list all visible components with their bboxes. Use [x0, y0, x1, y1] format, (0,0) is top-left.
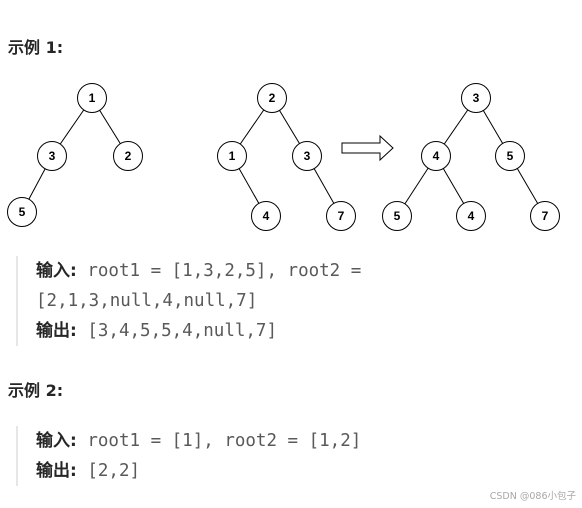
- tree-node: 4: [251, 201, 281, 231]
- node-label: 7: [338, 209, 345, 223]
- merge-trees-diagram: 1 3 2 5 2 1 3 4: [7, 83, 560, 231]
- csdn-watermark: CSDN @086小包子: [489, 491, 576, 502]
- input-value-continued: [2,1,3,null,4,null,7]: [36, 291, 258, 311]
- node-label: 3: [473, 91, 480, 105]
- input-label: 输入:: [36, 261, 77, 281]
- node-label: 5: [507, 149, 514, 163]
- node-label: 7: [542, 209, 549, 223]
- output-label: 输出:: [36, 321, 77, 341]
- merged-tree: 3 4 5 5 4 7: [382, 83, 560, 231]
- example-1-code-block: 输入: root1 = [1,3,2,5], root2 = [2,1,3,nu…: [16, 256, 476, 346]
- tree-node: 5: [7, 197, 37, 227]
- node-label: 2: [125, 149, 132, 163]
- tree-2: 2 1 3 4 7: [217, 83, 356, 231]
- input-label: 输入:: [36, 431, 77, 451]
- input-value: root1 = [1], root2 = [1,2]: [76, 431, 362, 451]
- tree-node: 2: [113, 141, 143, 171]
- input-value: root1 = [1,3,2,5], root2 =: [76, 261, 362, 281]
- node-label: 3: [304, 149, 311, 163]
- example-2-code-block: 输入: root1 = [1], root2 = [1,2] 输出: [2,2]: [16, 426, 556, 486]
- tree-edges: [21, 97, 546, 217]
- tree-node: 1: [217, 141, 247, 171]
- tree-node: 5: [495, 141, 525, 171]
- tree-node: 3: [461, 83, 491, 113]
- tree-node: 3: [292, 141, 322, 171]
- output-line: 输出: [2,2]: [36, 456, 556, 486]
- input-line-continued: [2,1,3,null,4,null,7]: [36, 286, 476, 316]
- node-label: 5: [394, 209, 401, 223]
- right-arrow-icon: [341, 134, 394, 162]
- node-label: 1: [229, 149, 236, 163]
- node-label: 1: [89, 91, 96, 105]
- node-label: 4: [263, 209, 270, 223]
- tree-node: 1: [77, 83, 107, 113]
- node-label: 2: [269, 91, 276, 105]
- example-1-heading: 示例 1:: [8, 38, 64, 57]
- node-label: 5: [19, 205, 26, 219]
- node-label: 4: [468, 209, 475, 223]
- node-label: 4: [433, 149, 440, 163]
- node-label: 3: [49, 149, 56, 163]
- tree-node: 7: [326, 201, 356, 231]
- tree-1: 1 3 2 5: [7, 83, 143, 227]
- output-label: 输出:: [36, 461, 77, 481]
- tree-node: 2: [257, 83, 287, 113]
- example-2-heading: 示例 2:: [8, 381, 64, 400]
- tree-node: 7: [530, 201, 560, 231]
- output-value: [2,2]: [76, 461, 141, 481]
- tree-node: 4: [421, 141, 451, 171]
- output-value: [3,4,5,5,4,null,7]: [76, 321, 277, 341]
- tree-node: 5: [382, 201, 412, 231]
- tree-node: 4: [456, 201, 486, 231]
- tree-node: 3: [37, 141, 67, 171]
- input-line: 输入: root1 = [1,3,2,5], root2 =: [36, 256, 476, 286]
- input-line: 输入: root1 = [1], root2 = [1,2]: [36, 426, 556, 456]
- output-line: 输出: [3,4,5,5,4,null,7]: [36, 316, 476, 346]
